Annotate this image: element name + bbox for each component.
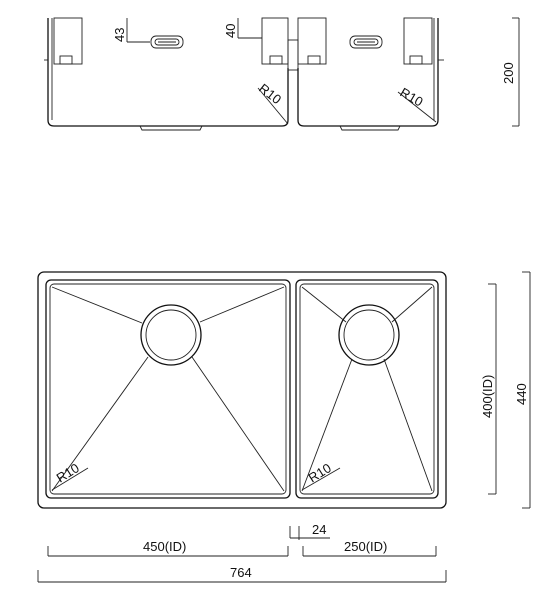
left-bowl-crease-br xyxy=(191,356,285,492)
plan-view: R10 R10 400(ID) 440 24 450(ID) 250(ID) 7… xyxy=(37,271,531,583)
overflow-depth-label: 43 xyxy=(112,28,127,42)
radius-top-left-label: R10 xyxy=(54,460,82,485)
right-bowl-side-outline xyxy=(297,18,439,127)
left-bowl-width-label: 450(ID) xyxy=(143,539,186,554)
radius-side-left-label: R10 xyxy=(256,81,284,108)
right-drain-outer xyxy=(338,304,400,366)
left-bowl-inner xyxy=(49,283,287,495)
right-bowl xyxy=(295,279,439,499)
radius-leader-plan-left xyxy=(51,467,89,491)
left-bowl-crease-tl xyxy=(51,286,143,324)
center-clip-left xyxy=(269,55,283,65)
right-flange-block xyxy=(403,17,433,65)
right-bowl-width-label: 250(ID) xyxy=(344,539,387,554)
right-drain-bump xyxy=(339,125,401,131)
right-bowl-crease-br xyxy=(383,358,433,492)
center-flange-right xyxy=(297,17,327,65)
left-bowl-crease-bl xyxy=(51,356,149,492)
left-overflow-inner xyxy=(154,38,180,46)
height-label: 200 xyxy=(501,62,516,84)
right-overflow-outer xyxy=(349,35,383,49)
bowl-depth-label: 400(ID) xyxy=(480,375,495,418)
radius-leader-plan-right xyxy=(301,467,341,491)
radius-top-right-label: R10 xyxy=(306,460,334,485)
outer-flange xyxy=(37,271,447,509)
center-flange-left xyxy=(261,17,289,65)
left-drain-inner xyxy=(145,309,197,361)
side-elevation-view: 43 40 R10 R10 200 xyxy=(44,17,520,131)
gap-label: 24 xyxy=(312,522,326,537)
radius-side-right-label: R10 xyxy=(398,85,426,110)
overflow-depth-label-right: 40 xyxy=(223,24,238,38)
right-clip xyxy=(409,55,423,65)
left-clip xyxy=(59,55,73,65)
right-bowl-crease-bl xyxy=(301,358,353,492)
right-bowl-crease-tr xyxy=(391,286,433,323)
right-overflow-inner xyxy=(353,38,379,46)
right-bowl-crease-tl xyxy=(301,286,347,323)
right-bowl-inner xyxy=(299,283,435,495)
left-flange-block xyxy=(53,17,83,65)
left-bowl-crease-tr xyxy=(199,286,285,323)
overall-depth-label: 440 xyxy=(514,383,529,405)
left-bowl xyxy=(45,279,291,499)
divider-gap-block xyxy=(287,39,299,71)
center-clip-right xyxy=(307,55,321,65)
left-drain-outer xyxy=(140,304,202,366)
radius-leader-side-right xyxy=(397,91,437,123)
left-bowl-side-outline xyxy=(47,18,289,127)
left-overflow-outer xyxy=(150,35,184,49)
right-drain-inner xyxy=(343,309,395,361)
radius-leader-side-left xyxy=(257,87,289,125)
left-drain-bump xyxy=(139,125,203,131)
overall-width-label: 764 xyxy=(230,565,252,580)
